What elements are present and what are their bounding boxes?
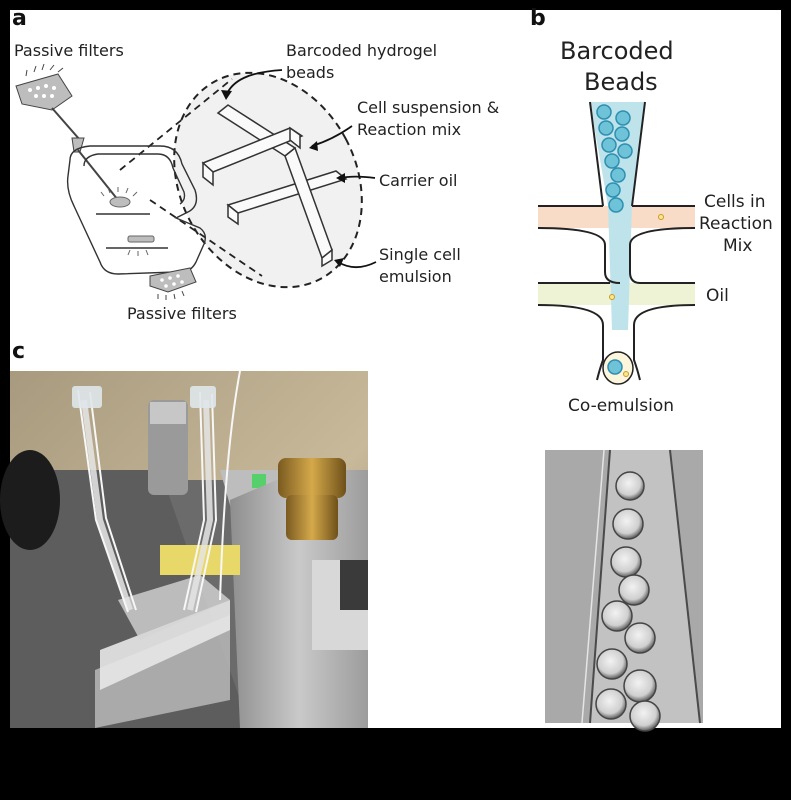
oil-left-wall xyxy=(537,304,604,381)
cell xyxy=(658,214,664,220)
barcoded-hydrogel-label-2: beads xyxy=(286,63,335,82)
micrograph-droplet xyxy=(624,622,656,654)
zoom-line-bottom xyxy=(149,199,263,277)
carrier-oil-label: Carrier oil xyxy=(379,171,458,190)
cell-suspension-label-2: Reaction mix xyxy=(357,120,462,139)
zoom-line-top xyxy=(119,78,233,171)
bead xyxy=(605,182,621,198)
top-filter-dots xyxy=(28,84,56,98)
bead xyxy=(615,110,631,126)
bead xyxy=(608,197,624,213)
bottom-filter-dots xyxy=(160,274,184,288)
reaction-bottom-right xyxy=(629,227,696,284)
cells xyxy=(609,214,664,377)
bead xyxy=(610,167,626,183)
bead-channel-fill xyxy=(590,102,645,330)
funnel-left-wall xyxy=(589,101,604,207)
micrograph-droplet xyxy=(629,700,661,732)
bead xyxy=(607,359,623,375)
cell xyxy=(609,294,615,300)
top-passive-filter xyxy=(15,63,119,201)
chip-outline xyxy=(66,145,207,275)
oil-label: Oil xyxy=(706,286,729,306)
reaction-bottom-left xyxy=(537,227,621,284)
panel-c-letter: c xyxy=(12,339,26,364)
passive-filters-bottom-label: Passive filters xyxy=(127,304,237,323)
passive-filters-top-label: Passive filters xyxy=(14,41,124,60)
bead xyxy=(614,126,630,142)
bead xyxy=(617,143,633,159)
cells-in-label-3: Mix xyxy=(723,236,753,256)
cross-junction xyxy=(201,104,348,268)
bead xyxy=(601,137,617,153)
bead xyxy=(604,153,620,169)
barcoded-beads-title-1: Barcoded xyxy=(560,37,674,65)
micrograph-droplet xyxy=(618,574,650,606)
hydrogel-beads xyxy=(596,104,633,375)
cell xyxy=(623,371,629,377)
bead xyxy=(596,104,612,120)
arrow-heads xyxy=(221,90,345,267)
micrograph-droplet xyxy=(612,508,644,540)
panel-a-letter: a xyxy=(12,6,27,31)
cells-in-label-2: Reaction xyxy=(699,214,773,234)
single-cell-label-2: emulsion xyxy=(379,267,452,286)
panel-b-letter: b xyxy=(530,6,546,31)
cell-suspension-label-1: Cell suspension & xyxy=(357,98,500,117)
oil-right-wall xyxy=(633,304,696,381)
funnel-right-wall xyxy=(631,101,646,207)
micrograph-droplet xyxy=(610,546,642,578)
barcoded-beads-title-2: Beads xyxy=(584,68,658,96)
co-emulsion-label: Co-emulsion xyxy=(568,396,674,416)
bead xyxy=(598,120,614,136)
chip-central-well xyxy=(109,196,155,243)
micrograph-droplet xyxy=(595,688,627,720)
barcoded-hydrogel-label-1: Barcoded hydrogel xyxy=(286,41,438,60)
micrograph-droplet xyxy=(615,471,645,501)
cells-in-label-1: Cells in xyxy=(704,192,766,212)
micrograph-droplet xyxy=(596,648,628,680)
micrograph-droplet xyxy=(601,600,633,632)
bottom-passive-filter xyxy=(149,267,197,300)
micrograph-droplet xyxy=(623,669,657,703)
chip-well-ticks xyxy=(100,187,149,256)
single-cell-label-1: Single cell xyxy=(379,245,461,264)
